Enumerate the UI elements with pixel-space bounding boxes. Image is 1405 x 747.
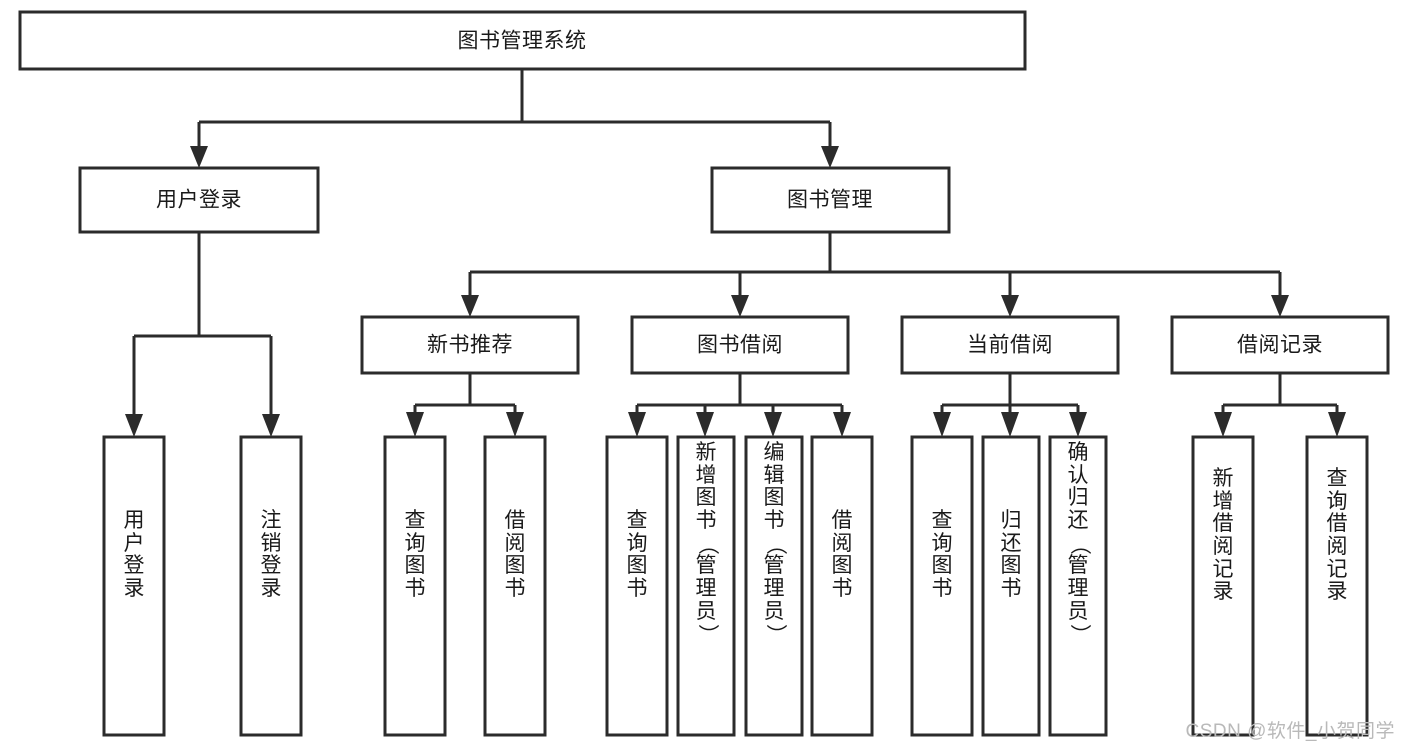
node-user-login-box[interactable] — [78, 166, 320, 234]
arrowhead-leaf-borrow-book-2 — [833, 412, 851, 437]
node-borrow-record[interactable]: 借阅记录 — [1170, 315, 1390, 375]
leaf-logout-box[interactable] — [239, 435, 303, 737]
leaf-borrow-book-2-box[interactable] — [810, 435, 874, 737]
node-root-label: 图书管理系统 — [458, 30, 587, 53]
node-book-manage[interactable]: 图书管理 — [710, 166, 951, 234]
arrowhead-leaf-add-record — [1214, 412, 1232, 437]
arrowhead-leaf-logout — [262, 414, 280, 437]
arrowhead-leaf-return-book — [1001, 412, 1019, 437]
arrowhead-borrow-record — [1271, 295, 1289, 317]
arrowhead-current-borrow — [1001, 295, 1019, 317]
node-borrow-record-label: 借阅记录 — [1237, 334, 1323, 357]
leaf-confirm-return-box[interactable] — [1048, 435, 1108, 737]
arrowhead-leaf-query-record — [1328, 412, 1346, 437]
connector-group — [125, 69, 1346, 437]
leaf-query-book-2-box[interactable] — [605, 435, 669, 737]
node-root[interactable]: 图书管理系统 — [18, 10, 1027, 71]
leaf-query-book-1-box[interactable] — [383, 435, 447, 737]
leaf-add-book-box[interactable] — [676, 435, 736, 737]
arrowhead-user-login — [190, 146, 208, 168]
node-book-borrow-label: 图书借阅 — [697, 334, 783, 357]
node-root-box[interactable] — [18, 10, 1027, 71]
leaf-query-book-3-box[interactable] — [910, 435, 974, 737]
node-new-book-rec[interactable]: 新书推荐 — [360, 315, 580, 375]
leaf-edit-book-box[interactable] — [744, 435, 804, 737]
leaf-return-book-box[interactable] — [981, 435, 1041, 737]
node-book-borrow[interactable]: 图书借阅 — [630, 315, 850, 375]
leaf-user-login-box[interactable] — [102, 435, 166, 737]
leaf-query-record-box[interactable] — [1305, 435, 1369, 737]
node-user-login[interactable]: 用户登录 — [78, 166, 320, 234]
arrowhead-leaf-borrow-book-1 — [506, 412, 524, 437]
watermark-text: CSDN @软件_小贺同学 — [1185, 721, 1395, 742]
node-borrow-record-box[interactable] — [1170, 315, 1390, 375]
node-book-manage-box[interactable] — [710, 166, 951, 234]
node-current-borrow-box[interactable] — [900, 315, 1120, 375]
node-book-borrow-box[interactable] — [630, 315, 850, 375]
arrowhead-leaf-query-book-3 — [933, 412, 951, 437]
node-book-manage-label: 图书管理 — [787, 189, 873, 212]
arrowhead-leaf-query-book-1 — [406, 412, 424, 437]
leaf-borrow-book-1-box[interactable] — [483, 435, 547, 737]
arrowhead-leaf-add-book — [696, 412, 714, 437]
node-new-book-rec-box[interactable] — [360, 315, 580, 375]
leaf-node-group — [102, 435, 1369, 737]
arrowhead-book-borrow — [731, 295, 749, 317]
arrowhead-leaf-confirm-return — [1069, 412, 1087, 437]
arrowhead-leaf-user-login — [125, 414, 143, 437]
node-user-login-label: 用户登录 — [156, 189, 242, 212]
node-current-borrow[interactable]: 当前借阅 — [900, 315, 1120, 375]
node-new-book-rec-label: 新书推荐 — [427, 334, 513, 357]
node-current-borrow-label: 当前借阅 — [967, 334, 1053, 357]
arrowhead-new-book-rec — [461, 295, 479, 317]
arrowhead-leaf-edit-book — [764, 412, 782, 437]
leaf-add-record-box[interactable] — [1191, 435, 1255, 737]
arrowhead-leaf-query-book-2 — [628, 412, 646, 437]
arrowhead-book-manage — [821, 146, 839, 168]
